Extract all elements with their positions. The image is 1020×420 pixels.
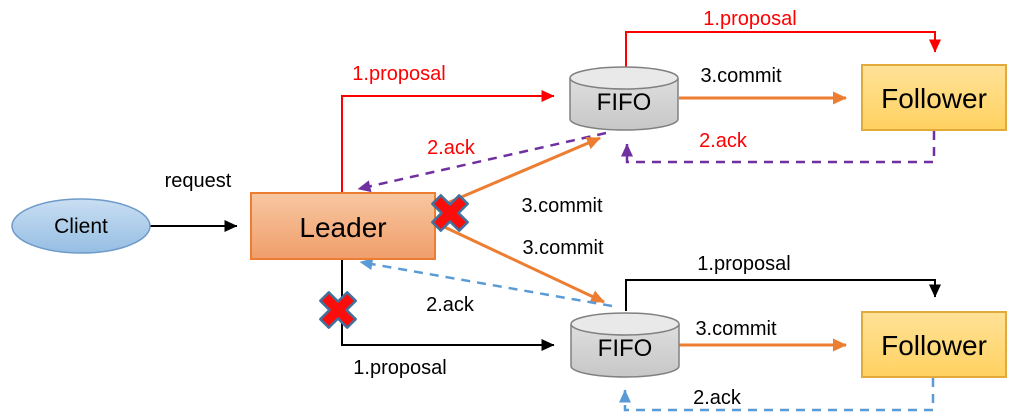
edge-ack-follower-bottom-to-fifo-bottom	[619, 378, 935, 412]
client-node: Client	[11, 198, 151, 254]
edge-proposal-leader-to-fifo-bottom	[341, 260, 555, 351]
ack-bottom-label: 2.ack	[693, 387, 742, 409]
fifo-bottom-body	[570, 324, 680, 378]
edge-proposal-leader-to-fifo-top	[341, 90, 555, 192]
proposal-top-label: 1.proposal	[352, 63, 445, 85]
fifo-top-label: FIFO	[597, 89, 652, 116]
proposal-bottom-right-label: 1.proposal	[697, 253, 790, 275]
fifo-top-node: FIFO	[569, 66, 679, 131]
failure-x-icon	[431, 194, 469, 232]
follower-bottom-shape	[861, 311, 1007, 378]
client-shape	[11, 198, 151, 254]
follower-top-label: Follower	[881, 83, 987, 114]
proposal-top-right-label: 1.proposal	[703, 8, 796, 30]
follower-top-node: Follower	[861, 64, 1007, 131]
commit-bottom-right-label: 3.commit	[695, 318, 777, 340]
edge-ack-fifo-bottom-to-leader	[359, 258, 613, 308]
ack-top-right-label: 2.ack	[699, 130, 748, 152]
edge-proposal-fifo-bottom-to-follower-bottom	[625, 279, 941, 311]
fifo-top-lid	[569, 66, 679, 90]
request-label: request	[165, 170, 232, 192]
commit-lower-diag-label: 3.commit	[522, 237, 604, 259]
failure-x-icon	[319, 291, 357, 329]
ack-mid-label: 2.ack	[426, 294, 475, 316]
ack-top-diag-label: 2.ack	[427, 137, 476, 159]
proposal-bottom-label: 1.proposal	[353, 357, 446, 379]
leader-node: Leader	[250, 192, 436, 260]
edge-ack-follower-top-to-fifo-top	[621, 131, 936, 164]
fifo-bottom-lid	[570, 312, 680, 336]
commit-top-right-label: 3.commit	[700, 65, 782, 87]
fifo-bottom-node: FIFO	[570, 312, 680, 378]
follower-bottom-label: Follower	[881, 330, 987, 361]
follower-bottom-node: Follower	[861, 311, 1007, 378]
follower-top-shape	[861, 64, 1007, 131]
edge-ack-fifo-top-to-leader	[357, 131, 607, 193]
fifo-bottom-label: FIFO	[598, 335, 653, 362]
edge-commit-leader-to-fifo-top	[437, 136, 601, 209]
edge-proposal-fifo-top-to-follower-top	[625, 31, 941, 68]
fifo-top-body	[569, 78, 679, 131]
client-label: Client	[54, 215, 108, 238]
edge-commit-leader-to-fifo-bottom	[437, 222, 605, 304]
commit-upper-diag-label: 3.commit	[521, 195, 603, 217]
leader-label: Leader	[299, 212, 386, 243]
